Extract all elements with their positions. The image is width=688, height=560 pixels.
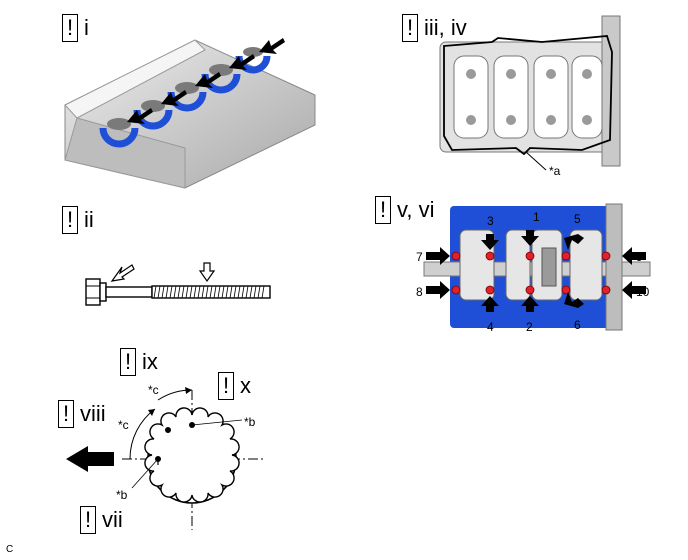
panel-x-tag: ! x bbox=[218, 372, 251, 400]
panel-viii-tag: ! viii bbox=[58, 400, 106, 428]
callout-b-left: *b bbox=[116, 488, 128, 502]
bolt-illustration bbox=[85, 262, 271, 306]
caution-icon: ! bbox=[58, 400, 74, 428]
caution-icon: ! bbox=[218, 372, 234, 400]
panel-vii-label: vii bbox=[102, 507, 123, 532]
bolt-number-7: 7 bbox=[416, 250, 423, 264]
panel-viii-label: viii bbox=[80, 401, 106, 426]
callout-c-upper: *c bbox=[148, 383, 159, 397]
bolt-number-9: 9 bbox=[636, 250, 643, 264]
panel-iii-iv-tag: ! iii, iv bbox=[402, 14, 467, 42]
cylinder-block-sealant-illustration bbox=[439, 15, 621, 171]
callout-c-lower: *c bbox=[118, 418, 129, 432]
angle-tightening-diagram bbox=[66, 387, 266, 530]
panel-ix-tag: ! ix bbox=[120, 348, 158, 376]
figure-code: C bbox=[6, 544, 14, 555]
caution-icon: ! bbox=[62, 206, 78, 234]
panel-i-tag: ! i bbox=[62, 14, 89, 42]
callout-a: *a bbox=[549, 164, 561, 178]
panel-ii-tag: ! ii bbox=[62, 206, 94, 234]
bolt-tightening-sequence-illustration bbox=[423, 203, 651, 331]
bolt-number-4: 4 bbox=[487, 320, 494, 334]
caution-icon: ! bbox=[80, 506, 96, 534]
panel-v-vi-label: v, vi bbox=[397, 197, 435, 222]
bolt-number-10: 10 bbox=[636, 285, 650, 299]
panel-i-label: i bbox=[84, 15, 89, 40]
panel-ii-label: ii bbox=[84, 207, 94, 232]
cylinder-block-bearings-illustration bbox=[64, 38, 316, 189]
caution-icon: ! bbox=[62, 14, 78, 42]
caution-icon: ! bbox=[375, 196, 391, 224]
panel-vii-tag: ! vii bbox=[80, 506, 123, 534]
caution-icon: ! bbox=[402, 14, 418, 42]
callout-b-right: *b bbox=[244, 415, 256, 429]
bolt-number-8: 8 bbox=[416, 285, 423, 299]
panel-ix-label: ix bbox=[142, 349, 158, 374]
panel-iii-iv-label: iii, iv bbox=[424, 15, 467, 40]
bolt-number-3: 3 bbox=[487, 214, 494, 228]
bolt-number-2: 2 bbox=[526, 320, 533, 334]
panel-v-vi-tag: ! v, vi bbox=[375, 196, 434, 224]
bolt-number-6: 6 bbox=[574, 318, 581, 332]
panel-x-label: x bbox=[240, 373, 251, 398]
bolt-number-1: 1 bbox=[533, 210, 540, 224]
caution-icon: ! bbox=[120, 348, 136, 376]
bolt-number-5: 5 bbox=[574, 212, 581, 226]
